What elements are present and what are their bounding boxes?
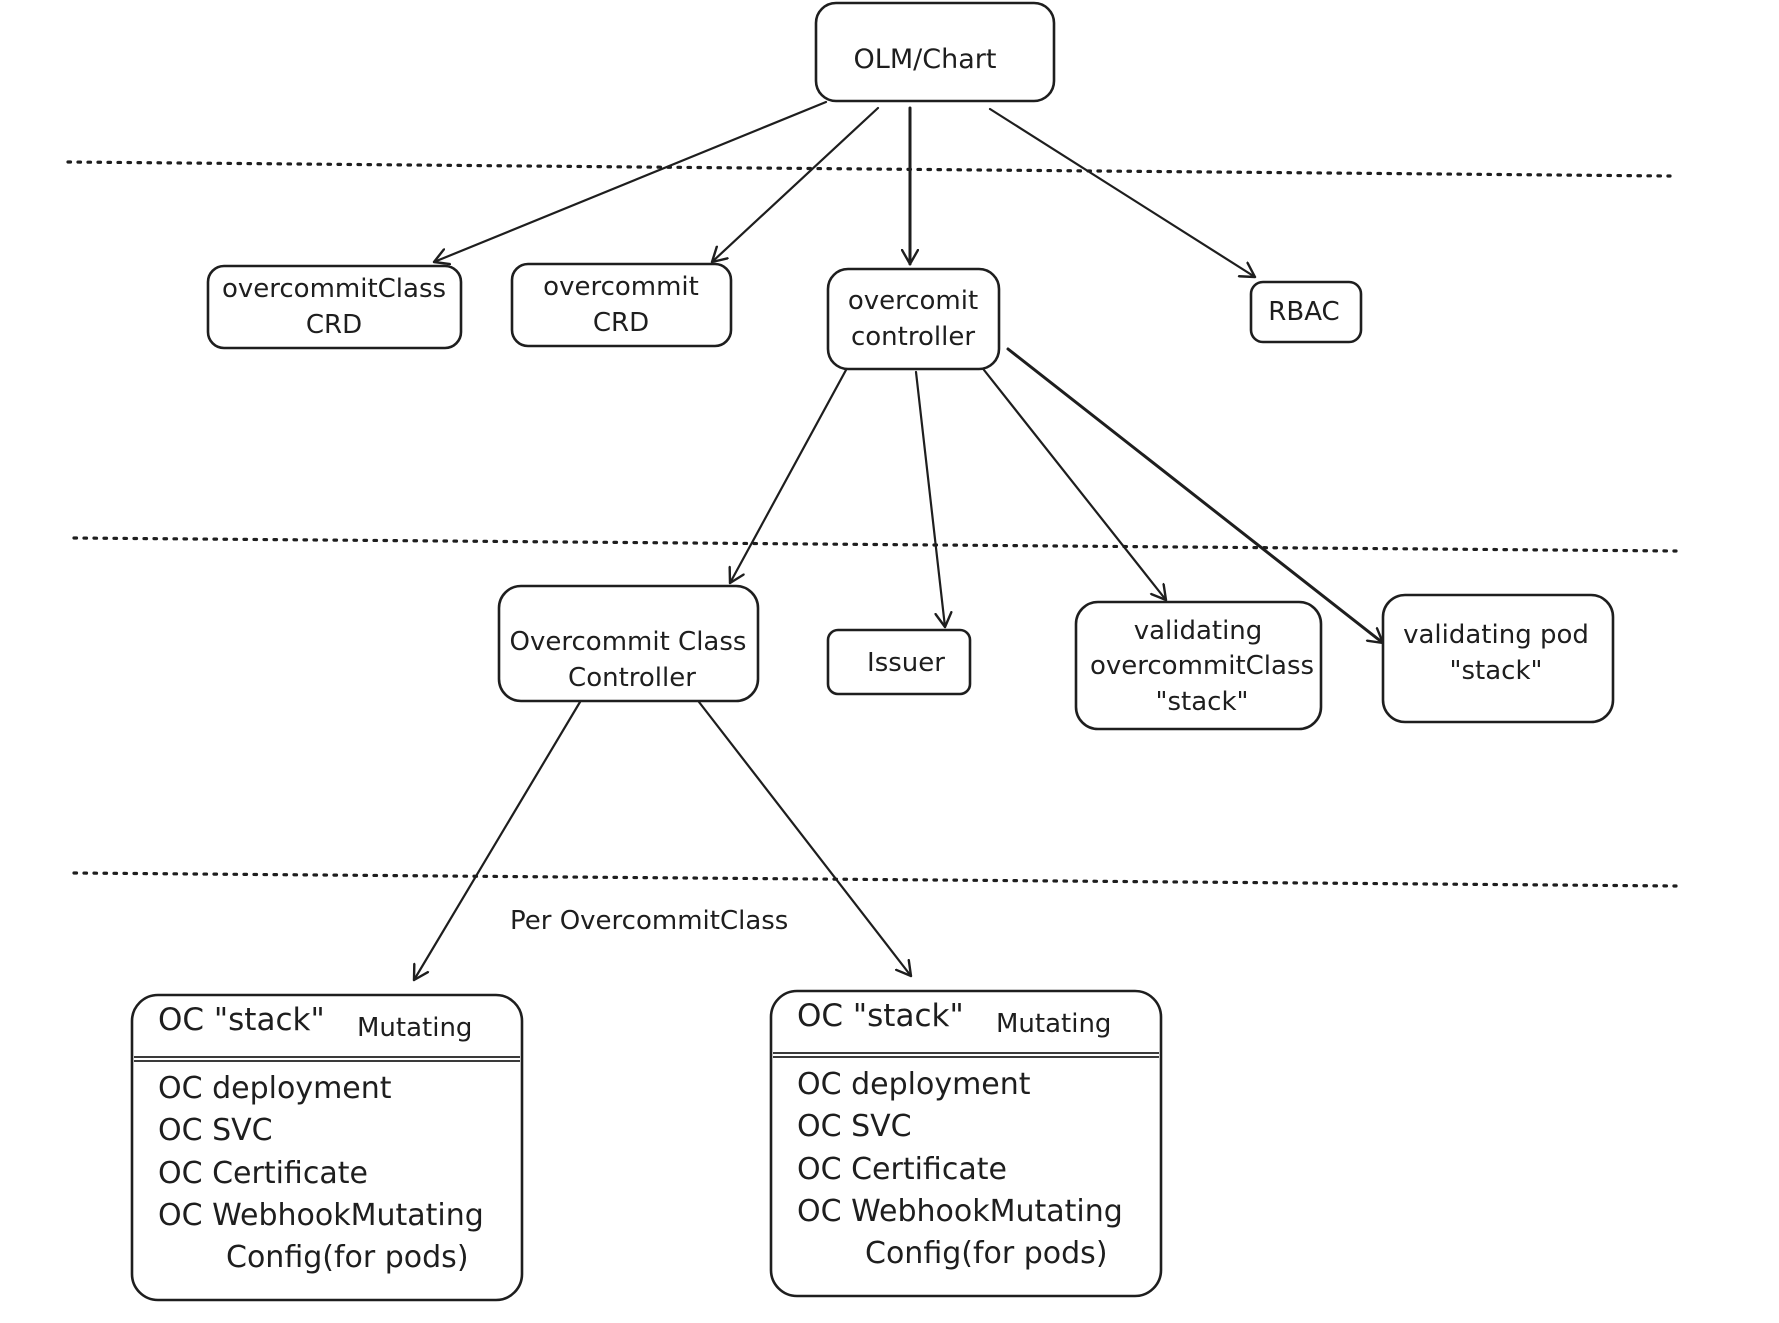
oc-stack-right-header-prefix: OC "stack" (797, 998, 964, 1034)
validating-pod-node[interactable]: validating pod "stack" (1381, 593, 1615, 724)
rbac-label: RBAC (1268, 297, 1339, 327)
overcomit-controller-label-line1: overcomit (848, 286, 978, 316)
per-overcommitclass-annotation: Per OvercommitClass (510, 906, 788, 936)
edge-olm-to-overcommitclass-crd (434, 100, 828, 262)
oc-stack-right-item: Config(for pods) (865, 1236, 1108, 1271)
overcommit-crd-label-line2: CRD (593, 308, 649, 338)
oc-stack-left-header-prefix: OC "stack" (158, 1002, 325, 1038)
overcommitclass-crd-label-line2: CRD (306, 310, 362, 340)
level-divider-1 (66, 160, 1672, 178)
edge-controller-to-validating-overcommitclass (982, 368, 1166, 600)
oc-stack-left[interactable]: OC "stack" Mutating OC deployment OC SVC… (130, 993, 524, 1302)
oc-stack-right-header-suffix: Mutating (996, 1009, 1111, 1039)
overcommit-class-controller-label-line1: Overcommit Class (510, 627, 747, 657)
oc-stack-right-item: OC WebhookMutating (797, 1194, 1123, 1229)
validating-overcommitclass-label-line1: validating (1134, 616, 1263, 646)
validating-overcommitclass-label-line3: "stack" (1156, 687, 1249, 717)
oc-stack-left-item: OC WebhookMutating (158, 1198, 484, 1233)
oc-stack-left-header-suffix: Mutating (357, 1013, 472, 1043)
edge-olm-to-rbac (988, 107, 1255, 277)
rbac-node[interactable]: RBAC (1249, 280, 1363, 344)
issuer-label: Issuer (867, 648, 945, 678)
overcomit-controller-node[interactable]: overcomit controller (826, 267, 1001, 371)
edge-class-controller-to-stack-left (414, 700, 582, 980)
oc-stack-left-item: OC deployment (158, 1071, 392, 1106)
validating-pod-label-line1: validating pod (1403, 620, 1589, 650)
edge-controller-to-issuer (914, 370, 945, 627)
oc-stack-right-item: OC Certificate (797, 1152, 1007, 1187)
olm-chart-label: OLM/Chart (854, 44, 997, 75)
oc-stack-left-item: OC Certificate (158, 1156, 368, 1191)
oc-stack-right[interactable]: OC "stack" Mutating OC deployment OC SVC… (769, 989, 1163, 1298)
overcommitclass-crd-node[interactable]: overcommitClass CRD (206, 264, 463, 350)
oc-stack-left-item: Config(for pods) (226, 1240, 469, 1275)
oc-stack-right-item: OC SVC (797, 1109, 912, 1144)
edge-controller-to-validating-pod (1006, 347, 1385, 645)
overcommit-class-controller-node[interactable]: Overcommit Class Controller (497, 584, 760, 703)
level-divider-3 (72, 871, 1678, 888)
overcommit-crd-node[interactable]: overcommit CRD (510, 262, 733, 348)
validating-overcommitclass-node[interactable]: validating overcommitClass "stack" (1074, 600, 1323, 731)
overcommitclass-crd-label-line1: overcommitClass (222, 274, 446, 304)
edge-olm-to-overcommit-crd (712, 106, 880, 262)
issuer-node[interactable]: Issuer (826, 628, 972, 696)
validating-pod-label-line2: "stack" (1450, 656, 1543, 686)
oc-stack-right-item: OC deployment (797, 1067, 1031, 1102)
edge-controller-to-class-controller (730, 368, 848, 583)
oc-stack-left-item: OC SVC (158, 1113, 273, 1148)
overcomit-controller-label-line2: controller (851, 322, 975, 352)
overcommit-crd-label-line1: overcommit (543, 272, 699, 302)
overcommit-class-controller-label-line2: Controller (568, 663, 696, 693)
validating-overcommitclass-label-line2: overcommitClass (1090, 651, 1314, 681)
level-divider-2 (72, 536, 1678, 553)
edge-class-controller-to-stack-right (697, 700, 911, 976)
olm-chart-node[interactable]: OLM/Chart (814, 1, 1056, 103)
